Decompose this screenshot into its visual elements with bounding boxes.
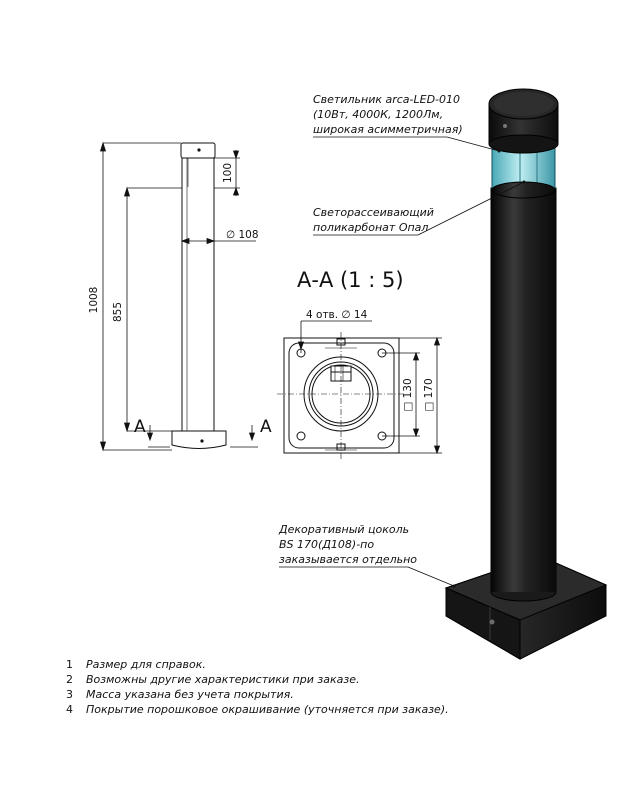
notes-list: 1 Размер для справок. 2 Возможны другие ха… <box>66 657 626 717</box>
dimension-head-height: 100 <box>222 163 234 183</box>
note-number: 2 <box>66 673 73 686</box>
note-text: Возможны другие характеристики при заказ… <box>86 673 360 686</box>
note-number: 4 <box>66 703 73 716</box>
callout-diffuser-line-1: Светорассеивающий <box>313 206 434 219</box>
callout-diffuser-line-2: поликарбонат Опал <box>313 221 428 234</box>
section-dimension-lines <box>297 320 442 455</box>
callout-base: Декоративный цоколь BS 170(Д108)-по зака… <box>278 523 456 588</box>
note-item: 1 Размер для справок. <box>66 657 626 672</box>
callout-base-line-3: заказывается отдельно <box>279 553 417 566</box>
note-text: Размер для справок. <box>86 658 206 671</box>
side-view-base <box>171 430 227 449</box>
callout-luminaire-line-3: широкая асимметричная) <box>313 123 463 136</box>
dimension-outer-square: □ 170 <box>423 378 435 411</box>
note-item: 3 Масса указана без учета покрытия. <box>66 687 626 702</box>
note-text: Масса указана без учета покрытия. <box>86 688 294 701</box>
callout-diffuser: Светорассеивающий поликарбонат Опал <box>313 180 526 236</box>
callout-luminaire: Светильник arca-LED-010 (10Вт, 4000К, 12… <box>313 93 501 153</box>
section-marker-right: А <box>260 417 272 437</box>
callout-luminaire-line-1: Светильник arca-LED-010 <box>313 93 460 106</box>
note-number: 3 <box>66 688 73 701</box>
section-marker-left: А <box>134 417 146 437</box>
note-item: 4 Покрытие порошковое окрашивание (уточня… <box>66 702 626 717</box>
note-number: 1 <box>66 658 73 671</box>
note-item: 2 Возможны другие характеристики при зака… <box>66 672 626 687</box>
callout-luminaire-line-2: (10Вт, 4000К, 1200Лм, <box>313 108 443 121</box>
section-outer-square <box>283 337 400 454</box>
dimension-inner-square: □ 130 <box>402 378 414 411</box>
bollard-render <box>444 88 608 660</box>
side-dimension-lines <box>99 141 258 452</box>
callout-base-line-1: Декоративный цоколь <box>278 523 409 536</box>
dimension-holes: 4 отв. ∅ 14 <box>306 309 368 321</box>
section-bolt-hole <box>296 431 306 441</box>
note-text: Покрытие порошковое окрашивание (уточняе… <box>86 703 449 716</box>
section-title: А-А (1 : 5) <box>297 268 404 292</box>
pole-render <box>490 187 557 593</box>
cap-render <box>488 88 559 154</box>
dimension-diameter: ∅ 108 <box>226 229 259 241</box>
side-view <box>171 142 227 449</box>
dimension-body-height: 855 <box>112 302 124 322</box>
callout-base-line-2: BS 170(Д108)-по <box>279 538 374 551</box>
section-view <box>277 332 406 460</box>
dimension-total-height: 1008 <box>88 287 100 314</box>
